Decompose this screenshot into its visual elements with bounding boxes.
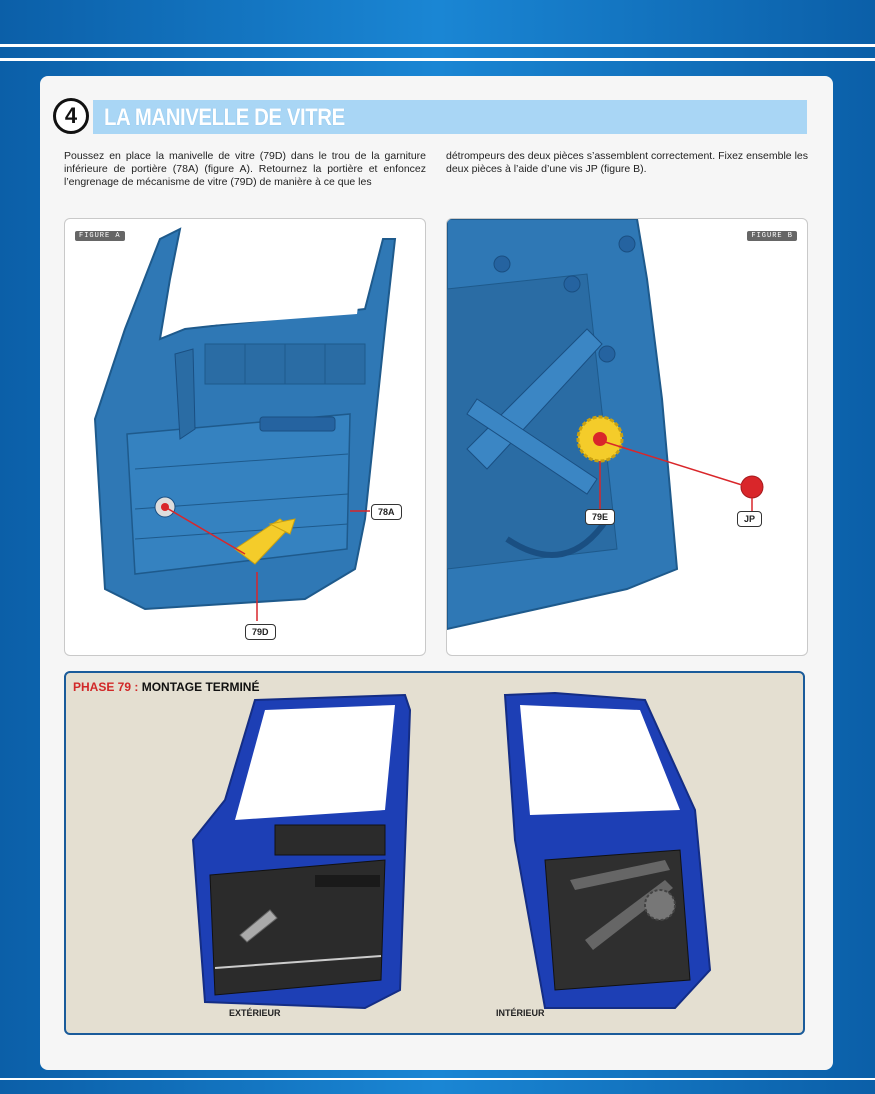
exterior-label: EXTÉRIEUR	[229, 1008, 281, 1018]
assembled-door-exterior	[191, 693, 412, 1010]
footer-stripe	[0, 1078, 875, 1080]
step-number: 4	[53, 98, 89, 134]
figure-b: FIGURE B 79E JP	[446, 218, 808, 656]
door-exterior-illustration	[93, 227, 397, 621]
step-title-bar	[93, 100, 807, 134]
figure-a-tag: FIGURE A	[75, 231, 125, 241]
figure-a: FIGURE A 78A 79D	[64, 218, 426, 656]
header-stripe	[0, 58, 875, 61]
step-title: LA MANIVELLE DE VITRE	[104, 104, 345, 131]
phase-title: MONTAGE TERMINÉ	[138, 680, 260, 694]
assembled-door-interior	[503, 691, 712, 1009]
phase-heading: PHASE 79 : MONTAGE TERMINÉ	[73, 680, 259, 694]
callout-jp: JP	[737, 511, 763, 527]
callout-78a: 78A	[371, 504, 402, 520]
instruction-text-col1: Poussez en place la manivelle de vitre (…	[64, 150, 426, 188]
interior-label: INTÉRIEUR	[496, 1008, 545, 1018]
figure-b-tag: FIGURE B	[747, 231, 797, 241]
callout-79e: 79E	[585, 509, 616, 525]
door-interior-illustration	[447, 219, 764, 631]
phase-label: PHASE 79 :	[73, 680, 139, 694]
instruction-text-col2: détrompeurs des deux pièces s’assemblent…	[446, 150, 808, 175]
callout-79d: 79D	[245, 624, 276, 640]
header-stripe	[0, 44, 875, 47]
